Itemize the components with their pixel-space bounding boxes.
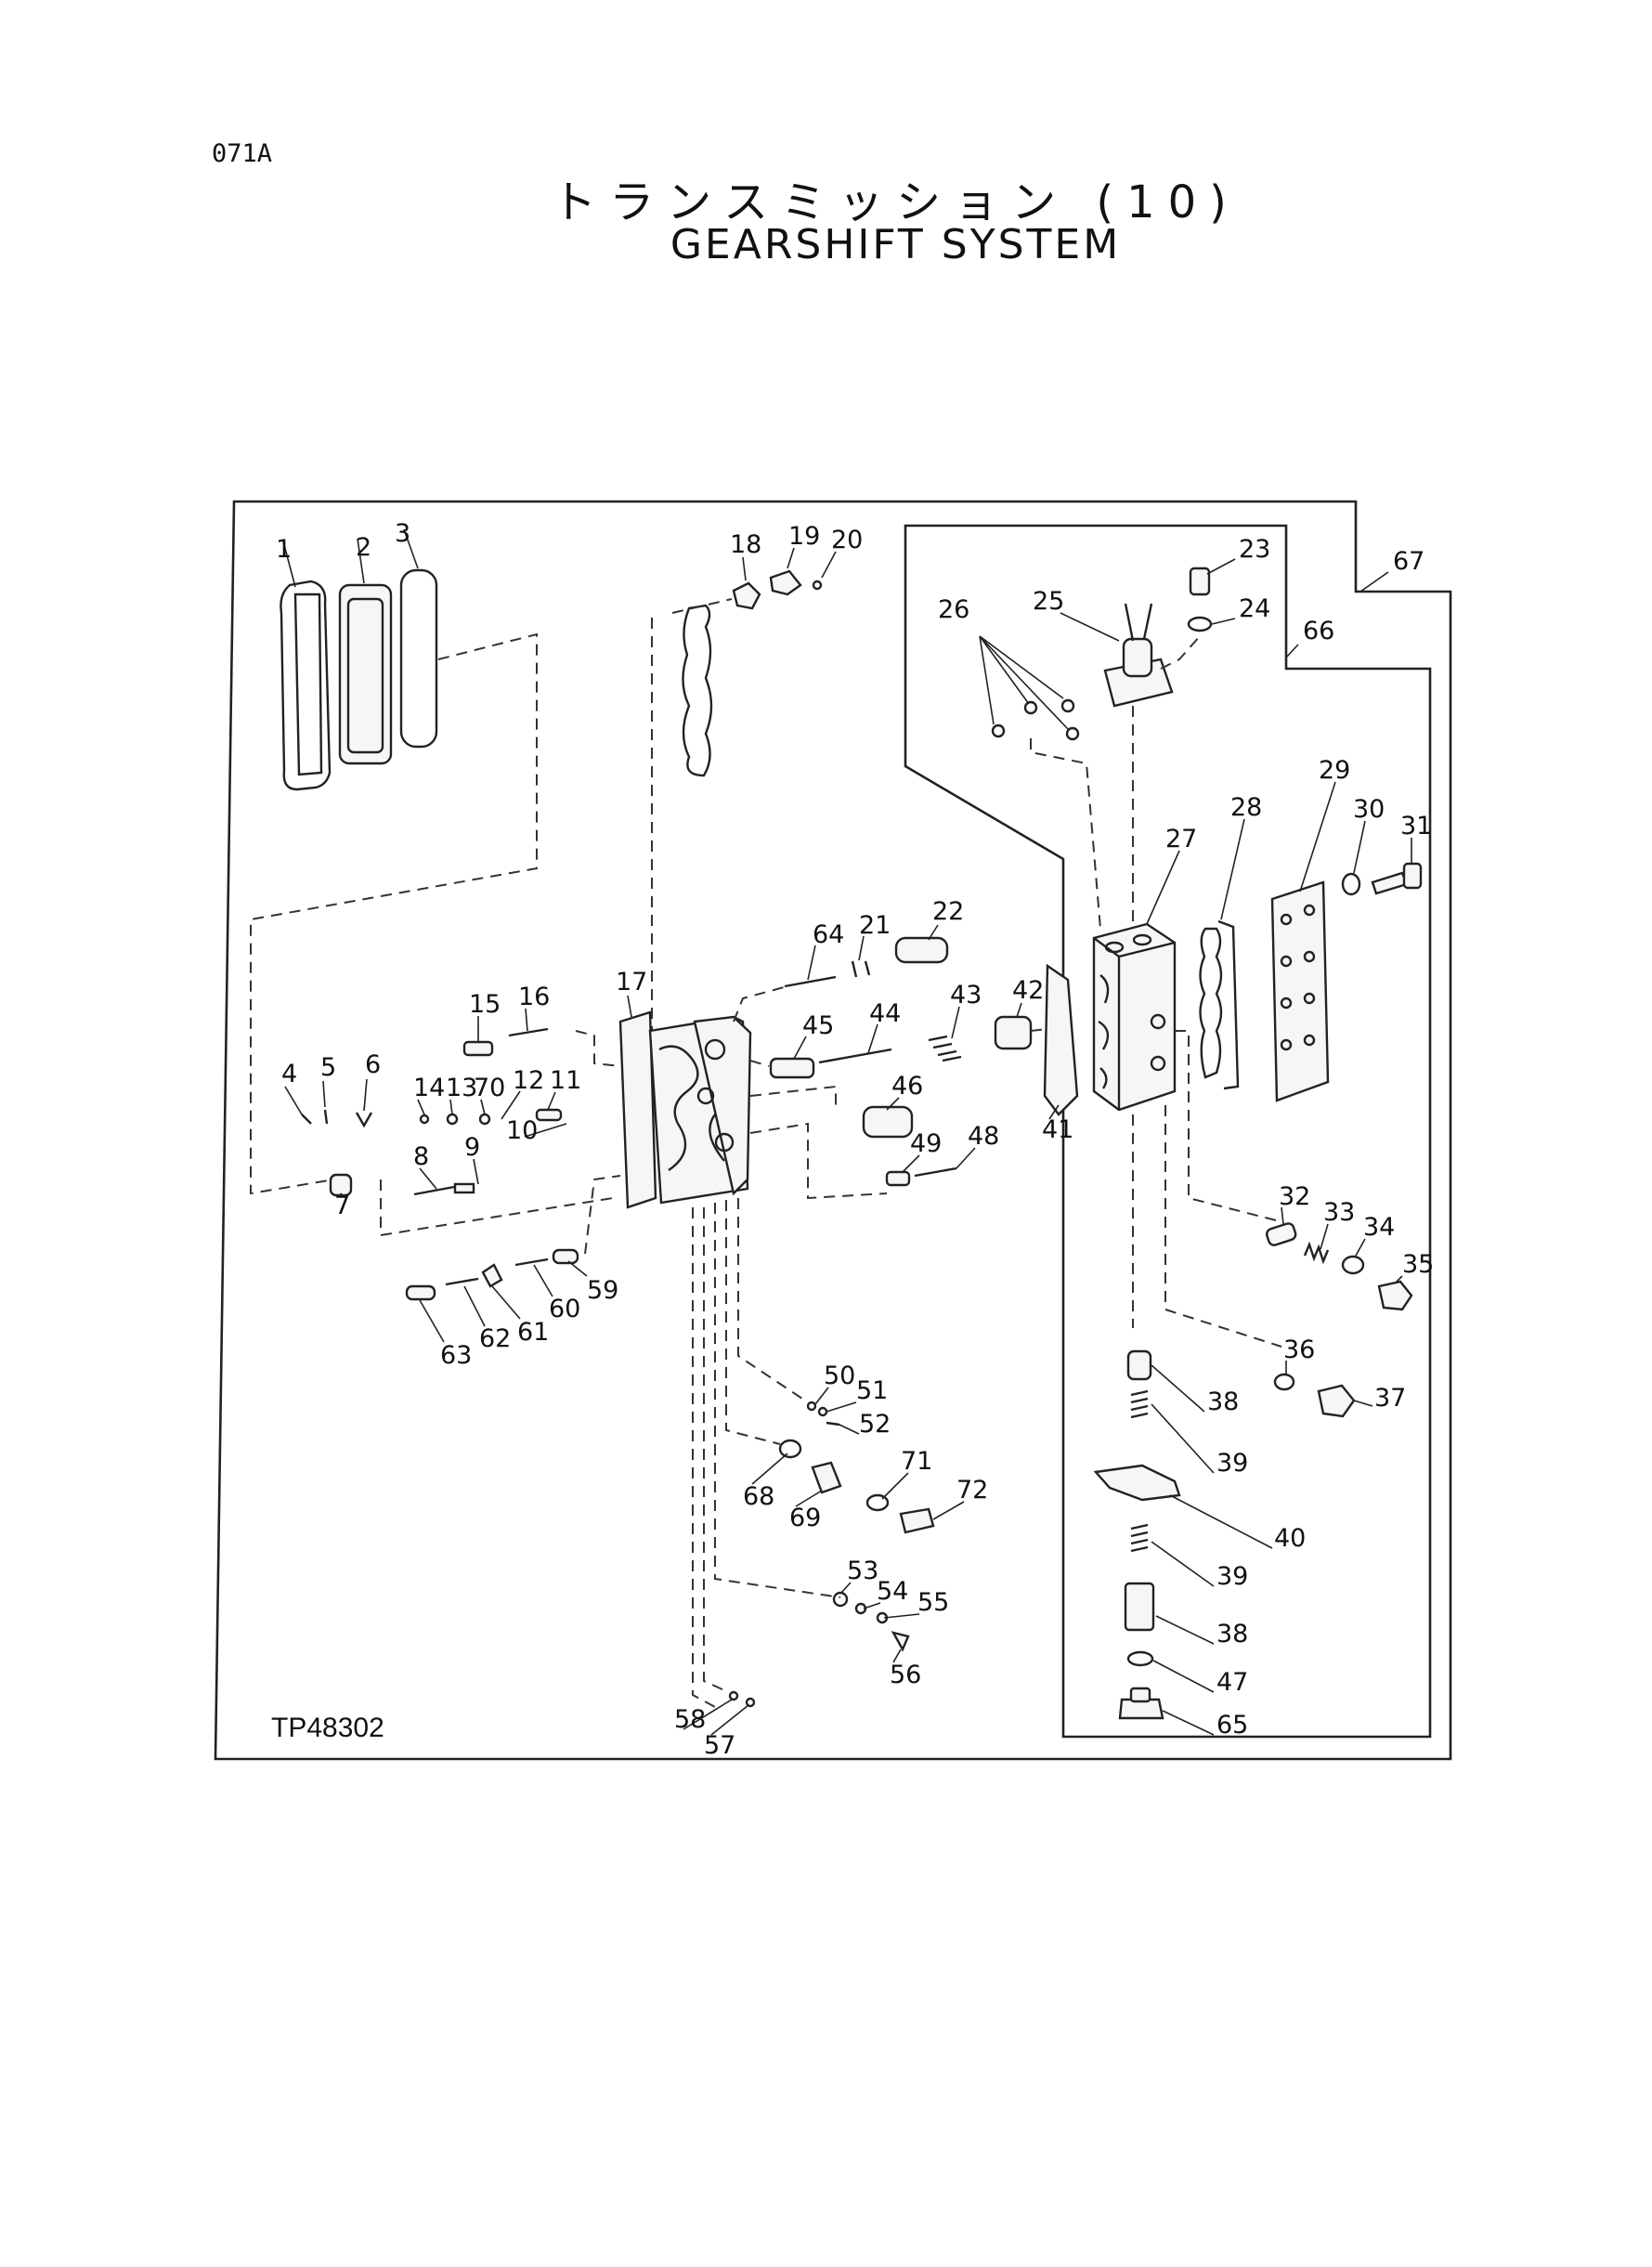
callout-48: 48 bbox=[968, 1122, 999, 1151]
gasket-group-1-3 bbox=[280, 568, 438, 791]
callout-24: 24 bbox=[1239, 594, 1270, 623]
callout-63: 63 bbox=[440, 1341, 472, 1370]
callout-12: 12 bbox=[513, 1066, 544, 1095]
callout-1: 1 bbox=[276, 535, 292, 564]
leader-lines bbox=[282, 528, 1412, 1736]
callout-68: 68 bbox=[743, 1482, 774, 1511]
inner-frame bbox=[904, 524, 1432, 1739]
callout-37: 37 bbox=[1374, 1384, 1406, 1413]
solenoid-25 bbox=[1103, 567, 1213, 708]
callout-69: 69 bbox=[789, 1504, 821, 1532]
upper-gasket-18 bbox=[682, 569, 823, 777]
callout-47: 47 bbox=[1216, 1668, 1248, 1697]
title-japanese: トランスミッション (10) bbox=[552, 176, 1240, 228]
bottom-small-parts bbox=[728, 1401, 935, 1708]
outer-frame bbox=[214, 500, 1452, 1761]
title-english: GEARSHIFT SYSTEM bbox=[670, 221, 1122, 268]
callout-5: 5 bbox=[320, 1053, 336, 1082]
callout-46: 46 bbox=[891, 1072, 923, 1101]
callout-41: 41 bbox=[1042, 1115, 1073, 1144]
callout-35: 35 bbox=[1402, 1250, 1434, 1279]
callout-11: 11 bbox=[550, 1066, 581, 1095]
callout-28: 28 bbox=[1230, 793, 1262, 822]
callout-39: 39 bbox=[1216, 1562, 1248, 1591]
callout-33: 33 bbox=[1323, 1198, 1355, 1227]
callout-14: 14 bbox=[413, 1074, 445, 1102]
callout-59: 59 bbox=[587, 1276, 618, 1305]
callout-38: 38 bbox=[1207, 1388, 1239, 1416]
callout-67: 67 bbox=[1393, 547, 1424, 576]
callout-49: 49 bbox=[910, 1129, 942, 1158]
callout-30: 30 bbox=[1353, 795, 1385, 824]
callout-62: 62 bbox=[479, 1324, 511, 1353]
callout-34: 34 bbox=[1363, 1213, 1395, 1242]
callout-42: 42 bbox=[1012, 976, 1044, 1005]
drawing-reference: TP48302 bbox=[271, 1713, 384, 1743]
page-code: 071A bbox=[212, 139, 273, 168]
callout-2: 2 bbox=[356, 533, 371, 562]
cover-plate-29 bbox=[1270, 880, 1330, 1102]
callout-58: 58 bbox=[674, 1705, 706, 1734]
callout-4: 4 bbox=[281, 1060, 297, 1088]
callout-17: 17 bbox=[616, 968, 647, 997]
gasket-28 bbox=[1199, 919, 1240, 1090]
callout-70: 70 bbox=[474, 1074, 505, 1102]
lower-right-parts bbox=[1093, 1222, 1413, 1720]
lower-left-parts bbox=[405, 1175, 621, 1301]
callout-61: 61 bbox=[517, 1318, 549, 1347]
callout-13: 13 bbox=[446, 1074, 477, 1102]
callout-39: 39 bbox=[1216, 1449, 1248, 1478]
callout-52: 52 bbox=[859, 1410, 891, 1439]
callout-7: 7 bbox=[334, 1192, 350, 1220]
middle-parts bbox=[733, 936, 1079, 1200]
callout-27: 27 bbox=[1165, 825, 1197, 853]
callout-9: 9 bbox=[464, 1133, 480, 1162]
callout-60: 60 bbox=[549, 1295, 580, 1323]
callout-26: 26 bbox=[938, 595, 969, 624]
callout-3: 3 bbox=[395, 519, 410, 548]
callout-71: 71 bbox=[901, 1447, 932, 1476]
callout-16: 16 bbox=[518, 983, 550, 1011]
callout-40: 40 bbox=[1274, 1524, 1306, 1553]
callout-45: 45 bbox=[802, 1011, 834, 1040]
callout-51: 51 bbox=[856, 1376, 888, 1405]
callout-6: 6 bbox=[365, 1050, 381, 1079]
callout-38: 38 bbox=[1216, 1620, 1248, 1648]
callout-66: 66 bbox=[1303, 617, 1334, 645]
callout-43: 43 bbox=[950, 981, 982, 1010]
callout-21: 21 bbox=[859, 911, 891, 940]
callout-31: 31 bbox=[1400, 812, 1432, 840]
callout-10: 10 bbox=[506, 1116, 538, 1145]
callout-44: 44 bbox=[869, 999, 901, 1028]
callout-53: 53 bbox=[847, 1557, 878, 1585]
callout-18: 18 bbox=[730, 530, 761, 559]
callout-50: 50 bbox=[824, 1362, 855, 1390]
connectors-26 bbox=[979, 635, 1080, 741]
callout-72: 72 bbox=[956, 1476, 988, 1505]
callout-19: 19 bbox=[788, 522, 820, 551]
callout-55: 55 bbox=[917, 1588, 949, 1617]
callout-32: 32 bbox=[1279, 1182, 1310, 1211]
callout-20: 20 bbox=[831, 526, 863, 554]
callout-54: 54 bbox=[877, 1577, 908, 1606]
callout-29: 29 bbox=[1319, 756, 1350, 785]
callout-57: 57 bbox=[704, 1731, 735, 1760]
callout-36: 36 bbox=[1283, 1335, 1315, 1364]
callout-22: 22 bbox=[932, 897, 964, 926]
callout-8: 8 bbox=[413, 1142, 429, 1171]
valve-block-27 bbox=[1092, 922, 1177, 1112]
callout-23: 23 bbox=[1239, 535, 1270, 564]
callout-65: 65 bbox=[1216, 1711, 1248, 1739]
valve-body-17 bbox=[618, 1010, 752, 1209]
left-small-parts bbox=[301, 1027, 621, 1237]
callout-56: 56 bbox=[890, 1661, 921, 1689]
callout-15: 15 bbox=[469, 990, 501, 1019]
callout-64: 64 bbox=[813, 920, 844, 949]
callout-25: 25 bbox=[1033, 587, 1064, 616]
